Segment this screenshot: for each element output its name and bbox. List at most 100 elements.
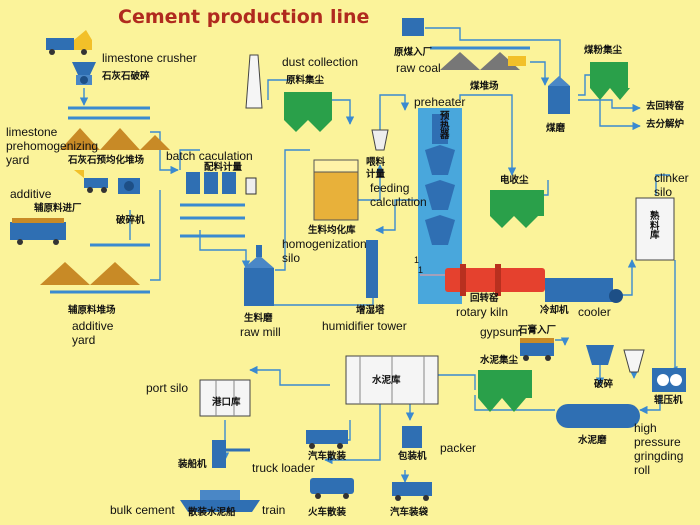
hpgr-label-1: high [634, 421, 657, 435]
additive-yard-icon [40, 243, 150, 294]
packer-icon [402, 426, 422, 448]
limestone-yard-label-1: limestone [6, 125, 58, 139]
train-label: train [262, 503, 286, 517]
shiploader-zh-label: 装船机 [178, 459, 207, 470]
ship-icon [180, 490, 260, 512]
additive-in-zh-label: 辅原料进厂 [34, 203, 82, 214]
hpgr-label-3: gringding [634, 449, 684, 463]
cement-silo-icon [345, 355, 439, 405]
bulk-truck-icon [306, 430, 348, 449]
feeding-bin-icon [371, 129, 389, 151]
gypsum-zh-label: 石膏入厂 [518, 325, 557, 336]
preheater-zh-label: 预热器 [440, 111, 450, 141]
cement-silo-zh-label: 水泥库 [372, 375, 401, 386]
limestone-crusher-zh-label: 石灰石破碎 [102, 71, 150, 82]
cement-mill-zh-label: 水泥磨 [578, 435, 607, 446]
clinker-label-2: silo [654, 185, 673, 199]
limestone-yard-label-2: prehomogenizing [6, 139, 99, 153]
raw-dust-collector-icon [284, 92, 332, 132]
ship-loader-icon [212, 440, 250, 468]
feeding-zh-label-1: 喂料 [366, 157, 386, 168]
roller-zh-label: 辊压机 [654, 395, 683, 406]
marker-one-label-1: 1 [414, 255, 420, 265]
to-calciner-zh-label: 去分解炉 [646, 119, 685, 130]
limestone-crusher-label: limestone crusher [102, 51, 197, 65]
port-silo-label: port silo [146, 381, 189, 395]
train-bulk-zh-label: 火车散装 [308, 507, 347, 518]
cement-mill-icon [556, 404, 640, 428]
limestone-yard-label-3: yard [6, 153, 30, 167]
cement-dust-zh-label: 水泥集尘 [480, 355, 519, 366]
additive-yard-label-2: yard [72, 333, 96, 347]
port-silo-icon [199, 379, 251, 417]
hpgr-label-2: pressure [634, 435, 681, 449]
crush-zh-label: 破碎 [594, 379, 614, 390]
raw-mill-label: raw mill [240, 325, 281, 339]
ship-bulk-zh-label: 散装水泥船 [188, 507, 236, 518]
cooler-icon [545, 278, 623, 303]
stack-icon [245, 54, 263, 109]
truck-bag-zh-label: 汽车装袋 [390, 507, 429, 518]
limestone-yard-zh-label: 石灰石预均化堆场 [68, 155, 145, 166]
roller-press-icon [652, 368, 686, 392]
feeding-label-1: feeding [370, 181, 410, 195]
marker-one-label-2: 1 [418, 265, 424, 275]
port-silo-zh-label: 港口库 [212, 397, 241, 408]
additive-truck-icon [74, 170, 108, 193]
clinker-label-1: clinker [654, 171, 689, 185]
gypsum-bin-icon [623, 349, 645, 373]
bag-truck-icon [392, 482, 432, 501]
homog-label-2: silo [282, 251, 301, 265]
truck-bulk-zh-label: 汽车散装 [308, 451, 347, 462]
raw-coal-label: raw coal [396, 61, 441, 75]
gypsum-crusher-icon [586, 345, 614, 365]
coal-mill-icon [548, 76, 570, 114]
tower-zh-label: 增湿塔 [356, 305, 385, 316]
limestone-yard-icon [60, 106, 170, 150]
diagram-title: Cement production line [118, 6, 370, 28]
coal-yard-zh-label: 煤堆场 [470, 81, 499, 92]
clinker-zh-label: 熟料库 [650, 211, 660, 241]
packer-label: packer [440, 441, 477, 455]
homogenization-silo-icon [313, 159, 359, 221]
kiln-zh-label: 回转窑 [470, 293, 499, 304]
cooler-zh-label: 冷却机 [540, 305, 569, 316]
gypsum-truck-icon [520, 338, 554, 361]
esp-icon [490, 190, 544, 228]
coal-dust-collector-icon [590, 62, 630, 100]
coal-mill-zh-label: 煤磨 [546, 123, 566, 134]
cement-dust-collector-icon [478, 370, 532, 412]
raw-coal-zh-label: 原煤入厂 [394, 47, 433, 58]
batch-label: batch caculation [166, 149, 253, 163]
bulk-train-icon [310, 478, 354, 499]
dust-collection-label: dust collection [282, 55, 359, 69]
tower-label: humidifier tower [322, 319, 407, 333]
crusher-icon [118, 178, 140, 194]
raw-mill-icon [244, 245, 274, 306]
additive-train-icon [10, 218, 66, 245]
crusher-zh-label: 破碎机 [116, 215, 145, 226]
raw-homog-zh-label: 生料均化库 [308, 225, 356, 236]
clinker-silo-icon [635, 197, 675, 261]
esp-zh-label: 电收尘 [500, 175, 529, 186]
additive-label: additive [10, 187, 52, 201]
raw-mill-zh-label: 生料磨 [244, 313, 273, 324]
truck-icon [46, 30, 92, 55]
truck-loader-label: truck loader [252, 461, 315, 475]
homog-label-1: homogenization [282, 237, 367, 251]
to-kiln-zh-label: 去回转窑 [646, 101, 685, 112]
hpgr-label-4: roll [634, 463, 651, 477]
bulk-cement-label: bulk cement [110, 503, 175, 517]
dust-collection-zh-label: 原料集尘 [286, 75, 325, 86]
raw-coal-icon [402, 18, 530, 70]
feeding-label-2: calculation [370, 195, 427, 209]
cooler-label: cooler [578, 305, 611, 319]
humidifier-tower-icon [366, 240, 378, 298]
kiln-label: rotary kiln [456, 305, 509, 319]
packer-zh-label: 包装机 [398, 451, 427, 462]
batch-bins-icon [180, 172, 257, 238]
batch-zh-label: 配料计量 [204, 162, 243, 173]
gypsum-label: gypsum [480, 325, 523, 339]
